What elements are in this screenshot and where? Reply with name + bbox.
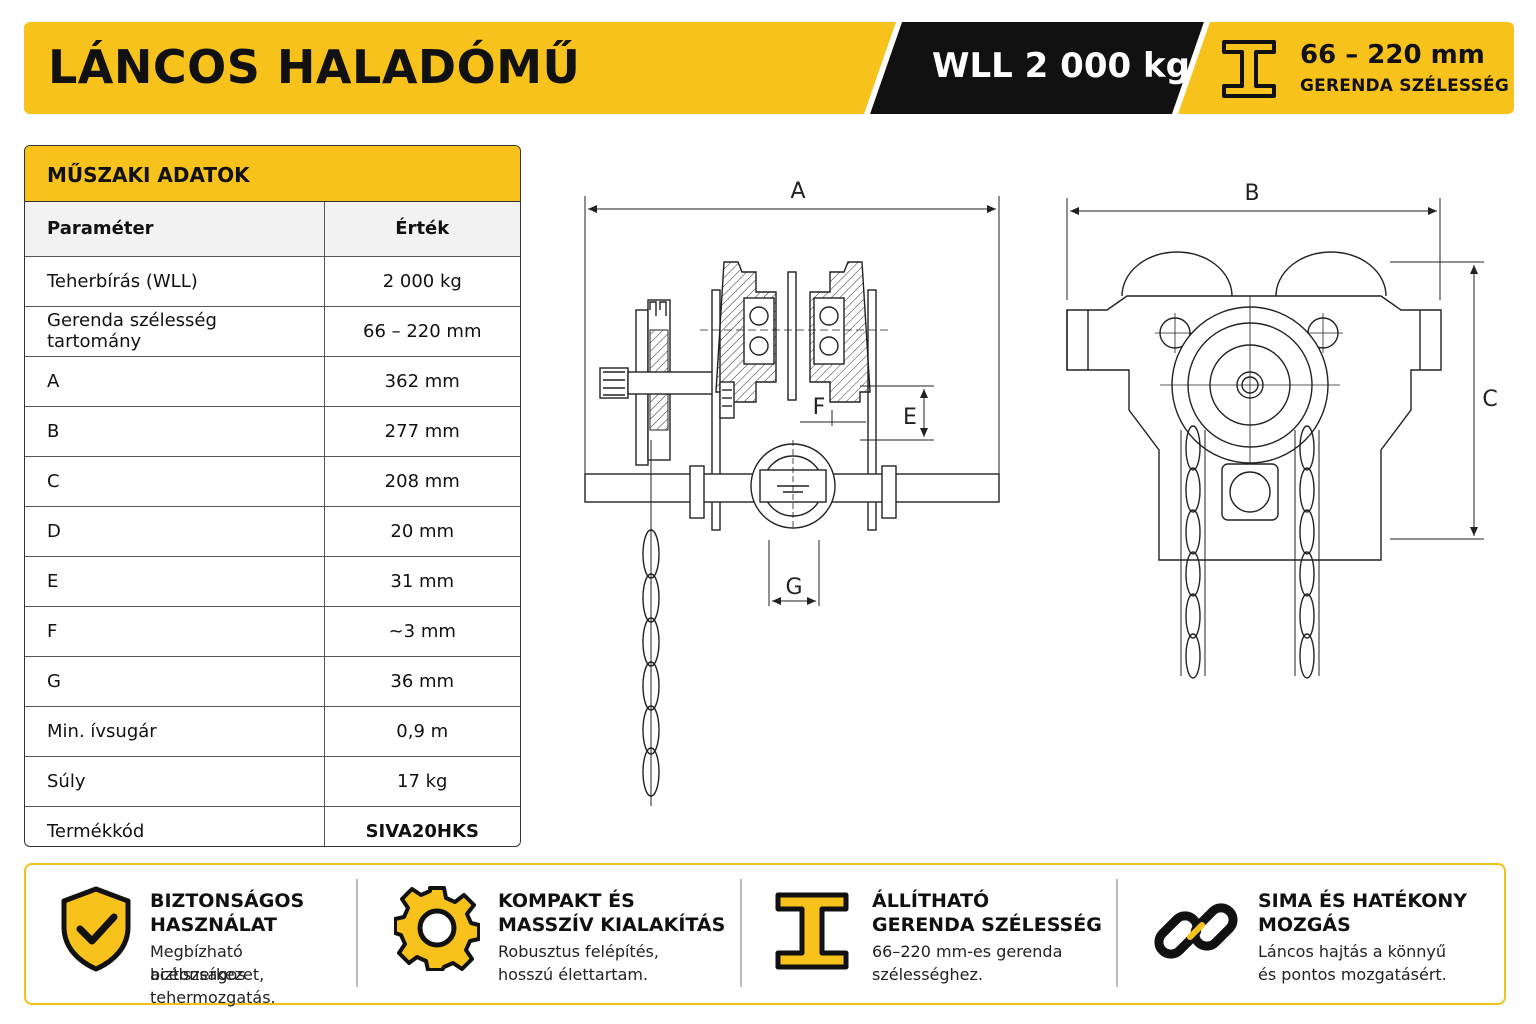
spec-table-title: MŰSZAKI ADATOK xyxy=(25,146,520,202)
hand-chain-right xyxy=(1294,425,1320,679)
row-value: 31 mm xyxy=(323,556,520,607)
feature-title-line1: BIZTONSÁGOS xyxy=(150,890,305,912)
feature-divider xyxy=(1116,879,1118,987)
table-header-row: Paraméter Érték xyxy=(25,202,520,257)
feature-title-line2: HASZNÁLAT xyxy=(150,914,277,936)
row-label: Súly xyxy=(25,756,324,807)
header-background xyxy=(24,22,1514,114)
feature-text-line2: hosszú élettartam. xyxy=(498,965,649,984)
features-panel: BIZTONSÁGOS HASZNÁLAT Megbízható acélsze… xyxy=(24,863,1506,1007)
beam-range-label: GERENDA SZÉLESSÉG xyxy=(1300,76,1510,96)
row-value: 362 mm xyxy=(323,356,520,407)
hand-chain-left xyxy=(1180,425,1206,679)
row-label: B xyxy=(25,406,324,457)
row-label: Min. ívsugár xyxy=(25,706,324,757)
gear-icon xyxy=(394,886,480,971)
beam-range-value: 66 – 220 mm xyxy=(1300,40,1485,70)
technical-drawing: A E F G xyxy=(584,179,1498,806)
feature-title-line1: SIMA ÉS HATÉKONY xyxy=(1258,890,1468,912)
feature-text-line2: és pontos mozgatásért. xyxy=(1258,965,1447,984)
feature-compact: KOMPAKT ÉS MASSZÍV KIALAKÍTÁS Robusztus … xyxy=(358,865,738,1003)
feature-safety: BIZTONSÁGOS HASZNÁLAT Megbízható acélsze… xyxy=(26,865,356,1007)
row-label: Teherbírás (WLL) xyxy=(25,256,324,307)
header-banner: LÁNCOS HALADÓMŰ WLL 2 000 kg 66 – 220 mm… xyxy=(24,22,1514,114)
chain-link-icon xyxy=(1154,903,1238,959)
feature-text-line2: szélességhez. xyxy=(872,965,984,984)
page-title: LÁNCOS HALADÓMŰ xyxy=(48,40,581,94)
table-row: Teherbírás (WLL)2 000 kg xyxy=(25,256,520,307)
table-row: Termékkód SIVA20HKS xyxy=(25,806,520,846)
table-row: F~3 mm xyxy=(25,606,520,657)
feature-text-line1: Láncos hajtás a könnyű xyxy=(1258,942,1447,961)
row-label: F xyxy=(25,606,324,657)
spec-table: MŰSZAKI ADATOK Paraméter Érték Teherbírá… xyxy=(24,145,521,847)
row-value: 2 000 kg xyxy=(323,256,520,307)
dimension-label-e: E xyxy=(903,405,917,430)
row-label: E xyxy=(25,556,324,607)
row-value: 36 mm xyxy=(323,656,520,707)
feature-text-line1: 66–220 mm-es gerenda xyxy=(872,942,1063,961)
dimension-label-b: B xyxy=(1244,181,1259,206)
row-label: Termékkód xyxy=(47,820,145,842)
dimension-label-c: C xyxy=(1482,387,1497,412)
row-label: C xyxy=(25,456,324,507)
column-header-value: Érték xyxy=(323,202,520,257)
row-value: 208 mm xyxy=(323,456,520,507)
row-label: A xyxy=(25,356,324,407)
feature-title-line2: MOZGÁS xyxy=(1258,914,1351,936)
row-label: G xyxy=(25,656,324,707)
feature-adjustable: ÁLLÍTHATÓ GERENDA SZÉLESSÉG 66–220 mm-es… xyxy=(742,865,1114,1003)
row-label: Gerenda szélesség tartomány xyxy=(25,306,324,357)
feature-title-line1: KOMPAKT ÉS xyxy=(498,890,635,912)
row-value: ~3 mm xyxy=(323,606,520,657)
row-value: 20 mm xyxy=(323,506,520,557)
feature-smooth-motion: SIMA ÉS HATÉKONY MOZGÁS Láncos hajtás a … xyxy=(1118,865,1506,1003)
hand-chain xyxy=(642,440,660,806)
column-header-parameter: Paraméter xyxy=(25,202,324,257)
front-view xyxy=(1066,198,1484,679)
feature-title-line1: ÁLLÍTHATÓ xyxy=(872,890,990,912)
feature-text-line1: Megbízható acélszerkezet, xyxy=(150,942,265,984)
side-view xyxy=(584,196,1000,806)
feature-text-line2: biztonságos tehermozgatás. xyxy=(150,965,276,1007)
row-value: 277 mm xyxy=(323,406,520,457)
dimension-label-g: G xyxy=(785,575,802,600)
feature-divider xyxy=(740,879,742,987)
row-value: SIVA20HKS xyxy=(323,806,520,846)
row-value: 17 kg xyxy=(323,756,520,807)
feature-divider xyxy=(356,879,358,987)
row-label: D xyxy=(25,506,324,557)
feature-title-line2: MASSZÍV KIALAKÍTÁS xyxy=(498,914,726,936)
dimension-label-f: F xyxy=(813,395,826,420)
row-value: 0,9 m xyxy=(323,706,520,757)
dimension-label-a: A xyxy=(790,179,805,204)
feature-title-line2: GERENDA SZÉLESSÉG xyxy=(872,914,1102,936)
wll-badge: WLL 2 000 kg xyxy=(932,46,1190,86)
feature-text-line1: Robusztus felépítés, xyxy=(498,942,659,961)
i-beam-icon xyxy=(1222,40,1276,98)
row-value: 66 – 220 mm xyxy=(323,306,520,357)
i-beam-icon xyxy=(775,892,849,970)
shield-check-icon xyxy=(61,886,131,972)
